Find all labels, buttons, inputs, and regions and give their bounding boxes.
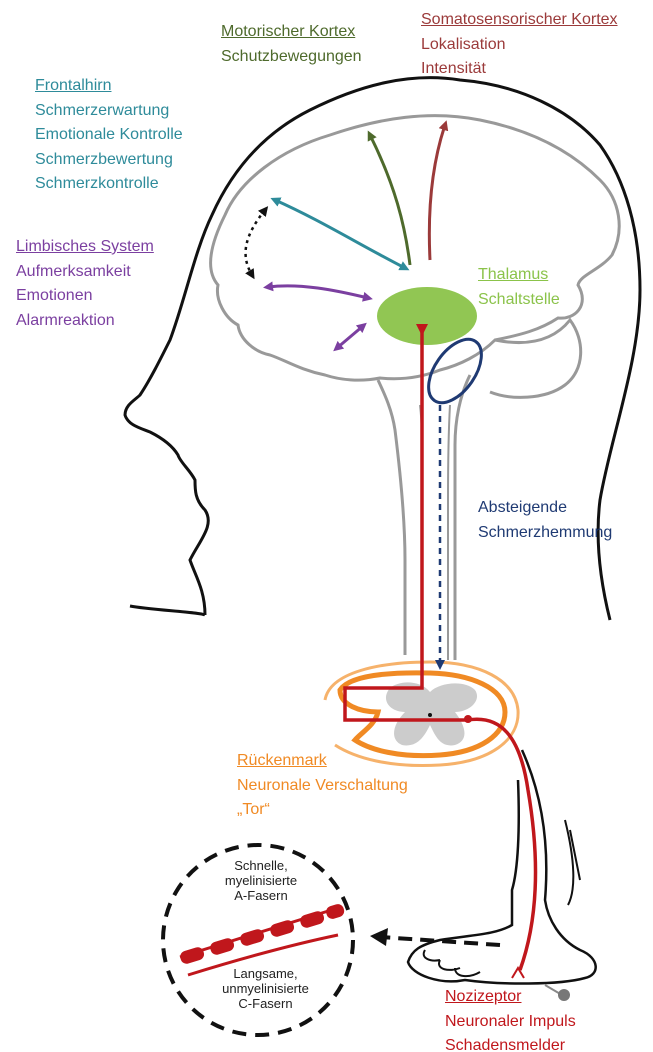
motor-line-0: Schutzbewegungen (221, 45, 362, 70)
nociceptor-spark (512, 968, 524, 978)
fast-fiber-line-2: A-Fasern (206, 888, 316, 903)
spinal-line-0: Neuronale Verschaltung (237, 774, 408, 799)
motor-arrow (370, 135, 410, 265)
slow-fiber-line-1: unmyelinisierte (208, 981, 323, 996)
descending-line-1: Schmerzhemmung (478, 521, 612, 546)
motor-label: Motorischer Kortex Schutzbewegungen (221, 20, 362, 69)
descending-label: Absteigende Schmerzhemmung (478, 496, 612, 545)
leg-outline (408, 750, 596, 984)
somato-line-0: Lokalisation (421, 33, 618, 58)
spinal-label: Rückenmark Neuronale Verschaltung „Tor“ (237, 749, 408, 823)
frontal-arrow (275, 200, 405, 268)
fast-fiber-label: Schnelle, myelinisierte A-Fasern (206, 858, 316, 903)
frontal-line-2: Schmerzbewertung (35, 148, 183, 173)
limbic-arrow-2 (337, 326, 363, 348)
limbic-arrow-1 (268, 286, 368, 298)
frontal-line-1: Emotionale Kontrolle (35, 123, 183, 148)
somato-title: Somatosensorischer Kortex (421, 8, 618, 33)
leg-back (565, 820, 580, 905)
zoom-arrow-head (370, 928, 388, 946)
slow-fiber-line-2: C-Fasern (208, 996, 323, 1011)
nociceptor-line-0: Neuronaler Impuls (445, 1010, 576, 1035)
thalamus-line-0: Schaltstelle (478, 288, 560, 313)
fast-fiber-line-1: myelinisierte (206, 873, 316, 888)
limbic-title: Limbisches System (16, 235, 154, 260)
cord-outline-2 (448, 405, 450, 660)
synapse-dot (464, 715, 472, 723)
fast-fiber-line-0: Schnelle, (206, 858, 316, 873)
somato-arrow (429, 125, 445, 260)
frontal-line-0: Schmerzerwartung (35, 99, 183, 124)
limbic-label: Limbisches System Aufmerksamkeit Emotion… (16, 235, 154, 333)
limbic-line-0: Aufmerksamkeit (16, 260, 154, 285)
limbic-line-1: Emotionen (16, 284, 154, 309)
slow-fiber-label: Langsame, unmyelinisierte C-Fasern (208, 966, 323, 1011)
thalamus-ellipse (377, 287, 477, 345)
spinal-title: Rückenmark (237, 749, 408, 774)
jaw-outline (130, 606, 205, 615)
nociceptor-title: Nozizeptor (445, 985, 576, 1010)
slow-fiber-line-0: Langsame, (208, 966, 323, 981)
cerebellum-outline (490, 320, 581, 397)
somato-label: Somatosensorischer Kortex Lokalisation I… (421, 8, 618, 82)
frontal-limbic-link (246, 210, 265, 275)
limbic-line-2: Alarmreaktion (16, 309, 154, 334)
central-canal (428, 713, 432, 717)
motor-title: Motorischer Kortex (221, 20, 362, 45)
nociceptor-label: Nozizeptor Neuronaler Impuls Schadensmel… (445, 985, 576, 1052)
nociceptor-line-1: Schadensmelder (445, 1034, 576, 1052)
brainstem-outline-2 (455, 375, 470, 660)
frontal-line-3: Schmerzkontrolle (35, 172, 183, 197)
descending-line-0: Absteigende (478, 496, 612, 521)
somato-line-1: Intensität (421, 57, 618, 82)
brainstem-outline (378, 380, 405, 655)
frontal-title: Frontalhirn (35, 74, 183, 99)
spinal-line-1: „Tor“ (237, 798, 408, 823)
thalamus-label: Thalamus Schaltstelle (478, 263, 560, 312)
toes-outline (424, 950, 480, 976)
thalamus-title: Thalamus (478, 263, 560, 288)
frontal-label: Frontalhirn Schmerzerwartung Emotionale … (35, 74, 183, 197)
